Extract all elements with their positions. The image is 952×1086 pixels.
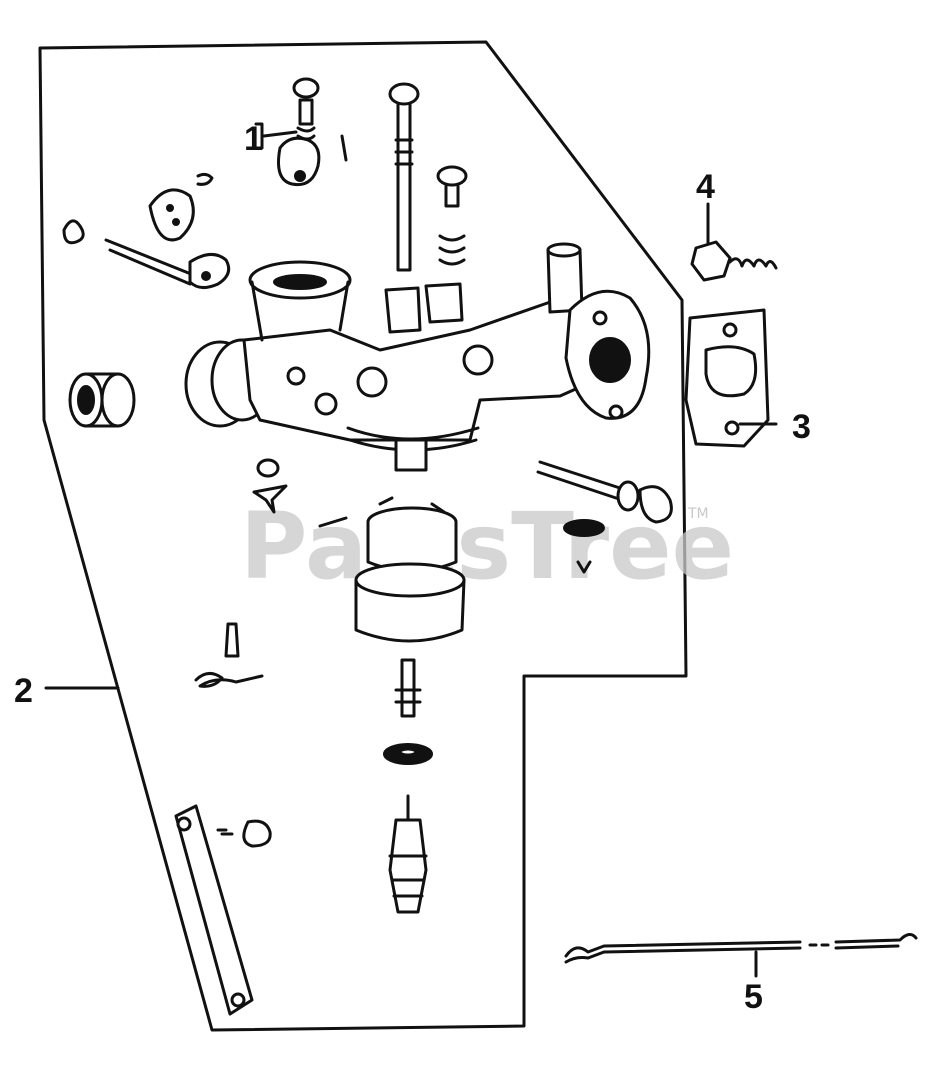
throttle-shaft-assembly — [62, 172, 231, 289]
watermark-trademark: TM — [687, 506, 709, 522]
callout-5: 5 — [744, 978, 763, 1016]
link-bracket — [174, 804, 272, 1016]
float-small-parts — [194, 458, 348, 688]
choke-shaft-assembly — [536, 460, 673, 574]
carburetor-body — [184, 242, 651, 472]
governor-link-rod — [564, 933, 918, 964]
callout-3: 3 — [792, 408, 811, 446]
intake-gasket — [684, 308, 770, 448]
float — [354, 496, 466, 643]
bushing — [68, 372, 136, 428]
callout-2: 2 — [14, 672, 33, 710]
idle-mixture-needle — [388, 82, 420, 272]
kit-boundary-outline — [38, 40, 688, 1032]
small-screw-and-spring — [436, 165, 468, 266]
callout-leaders — [44, 130, 778, 978]
main-jet-assembly — [383, 658, 433, 914]
throttle-stop-screw-assembly — [254, 77, 348, 187]
nut-and-bolt — [690, 240, 778, 282]
callout-1: 1 — [244, 120, 263, 158]
callout-4: 4 — [696, 168, 715, 206]
